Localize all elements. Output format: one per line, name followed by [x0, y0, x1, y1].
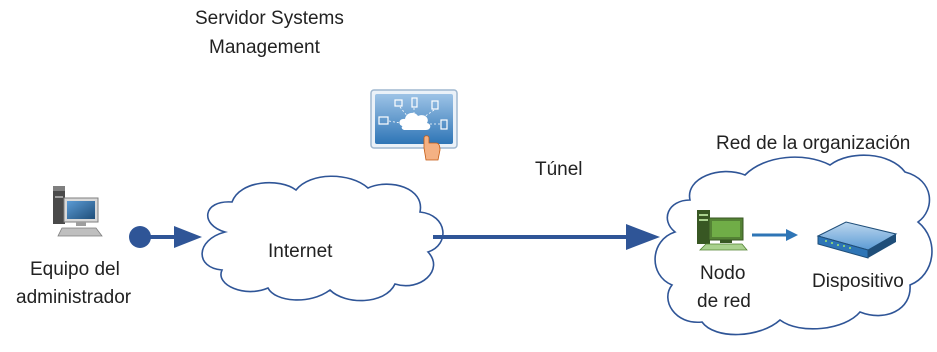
organization-label: Red de la organización [716, 133, 911, 154]
organization-cloud [654, 154, 933, 336]
internet-cloud [201, 175, 444, 302]
admin-label-line1: Equipo del [30, 259, 120, 280]
network-switch-icon [816, 221, 898, 259]
cloud-management-icon [370, 89, 458, 161]
network-node-computer-icon [697, 210, 748, 251]
tunnel-label: Túnel [535, 159, 583, 180]
desktop-computer-icon [53, 186, 103, 237]
device-label: Dispositivo [812, 271, 904, 292]
admin-label-line2: administrador [16, 287, 132, 308]
server-label-line2: Management [209, 37, 320, 58]
server-label-line1: Servidor Systems [195, 8, 344, 29]
tunnel-arrow [433, 224, 660, 250]
node-label-line1: Nodo [700, 263, 746, 284]
node-label-line2: de red [697, 291, 751, 312]
node-to-device-arrow [752, 229, 798, 241]
admin-to-internet-arrow [129, 226, 202, 248]
internet-label: Internet [268, 241, 333, 262]
